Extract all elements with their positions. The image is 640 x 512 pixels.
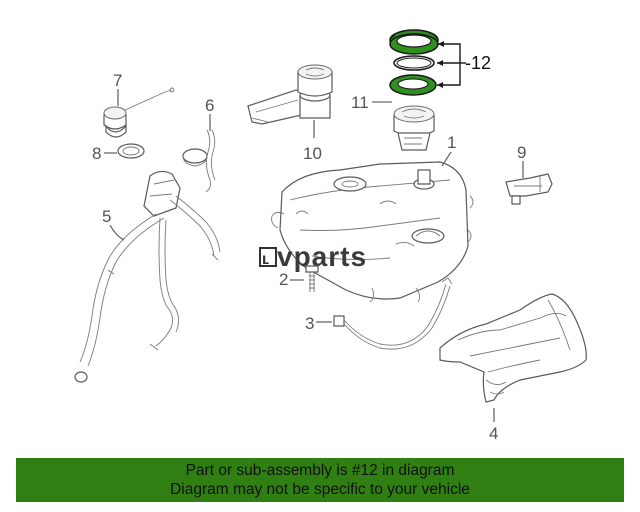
part-12-leader-bracket — [437, 41, 466, 88]
part-1-fuel-tank[interactable] — [271, 161, 474, 303]
part-7-fuel-cap[interactable] — [103, 87, 175, 138]
evparts-logo: ʟ vparts — [259, 241, 367, 272]
part-5-filler-neck[interactable] — [74, 170, 221, 383]
callout-5[interactable]: 5 — [102, 207, 111, 226]
callout-9[interactable]: 9 — [517, 143, 526, 162]
callout-3[interactable]: 3 — [305, 314, 314, 333]
callout-8[interactable]: 8 — [92, 144, 101, 163]
part-12-gasket[interactable] — [389, 74, 437, 96]
part-10-bracket[interactable] — [247, 64, 333, 125]
callout-11[interactable]: 11 — [351, 93, 369, 112]
callout-2[interactable]: 2 — [279, 270, 288, 289]
callout-7[interactable]: 7 — [113, 71, 122, 90]
part-2-bolt[interactable] — [305, 265, 319, 292]
callout-6[interactable]: 6 — [205, 96, 214, 115]
part-3-vent-line[interactable] — [333, 277, 453, 350]
part-9-sensor[interactable] — [505, 173, 553, 205]
svg-text:ʟ: ʟ — [262, 251, 269, 268]
callout-10[interactable]: 10 — [303, 144, 322, 163]
leader-1 — [441, 151, 452, 167]
part-12-seal-ring[interactable] — [393, 55, 435, 71]
svg-text:vparts: vparts — [277, 241, 367, 272]
callout-12[interactable]: -12 — [465, 53, 491, 73]
banner-line-1: Part or sub-assembly is #12 in diagram — [185, 462, 455, 479]
parts-diagram: -12 7 8 6 10 — [74, 29, 587, 443]
callout-1[interactable]: 1 — [447, 133, 456, 152]
callout-4[interactable]: 4 — [489, 424, 498, 443]
banner-line-2: Diagram may not be specific to your vehi… — [170, 481, 470, 498]
part-12-lock-ring[interactable] — [389, 29, 439, 55]
part-4-heat-shield[interactable] — [439, 293, 587, 403]
part-11-fuel-sender[interactable] — [393, 105, 435, 151]
part-6-vent-hose[interactable] — [182, 129, 216, 193]
leader-5 — [109, 224, 125, 241]
part-8-filler-seal[interactable] — [117, 143, 145, 159]
info-banner: Part or sub-assembly is #12 in diagram D… — [16, 458, 624, 502]
